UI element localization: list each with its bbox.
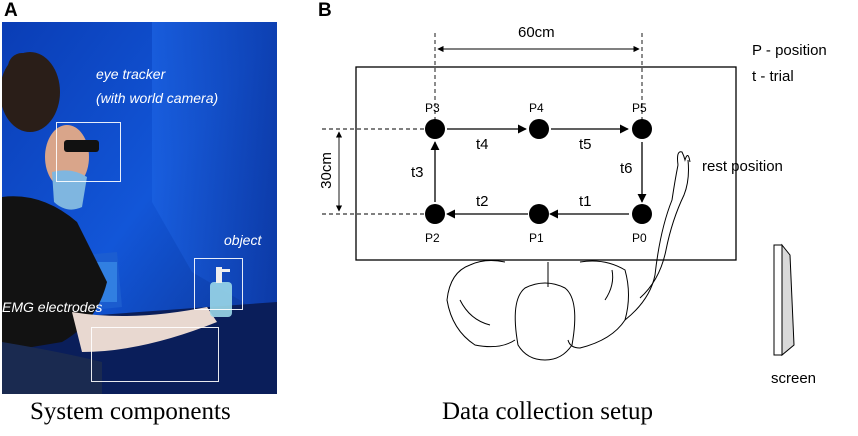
panel-a-caption: System components [30, 398, 231, 425]
position-dot-p4 [529, 119, 549, 139]
position-dot-p2 [425, 204, 445, 224]
rest-position-label: rest position [702, 158, 783, 175]
legend-trial: t - trial [752, 68, 794, 85]
dim-60cm-label: 60cm [518, 24, 555, 41]
position-dot-p5 [632, 119, 652, 139]
position-dot-p1 [529, 204, 549, 224]
trial-label-t3: t3 [411, 164, 424, 181]
position-label-p0: P0 [632, 231, 647, 245]
eye-tracker-label-1: eye tracker [96, 66, 166, 82]
dim-30cm-label: 30cm [317, 152, 335, 189]
position-label-p5: P5 [632, 101, 647, 115]
table-rect [355, 66, 737, 261]
trial-label-t5: t5 [579, 136, 592, 153]
trial-label-t6: t6 [620, 160, 633, 177]
position-label-p2: P2 [425, 231, 440, 245]
system-photo: eye tracker (with world camera) object E… [2, 22, 277, 394]
position-label-p1: P1 [529, 231, 544, 245]
object-highlight [194, 258, 243, 310]
position-label-p4: P4 [529, 101, 544, 115]
eye-tracker-highlight [56, 122, 121, 182]
eye-tracker-label-2: (with world camera) [96, 90, 219, 106]
trial-label-t2: t2 [476, 193, 489, 210]
position-dot-p3 [425, 119, 445, 139]
emg-label: EMG electrodes [2, 299, 103, 315]
position-dot-p0 [632, 204, 652, 224]
trial-label-t4: t4 [476, 136, 489, 153]
emg-highlight [91, 327, 219, 382]
trial-label-t1: t1 [579, 193, 592, 210]
person-illustration [446, 151, 691, 361]
screen-label: screen [771, 370, 817, 387]
panel-b-letter: B [318, 0, 332, 21]
object-label: object [224, 232, 262, 248]
photo-illustration [2, 22, 277, 394]
panel-b-caption: Data collection setup [442, 398, 654, 425]
panel-a-letter: A [4, 0, 18, 21]
position-label-p3: P3 [425, 101, 440, 115]
screen-illustration [773, 243, 795, 357]
legend-position: P - position [752, 42, 827, 59]
